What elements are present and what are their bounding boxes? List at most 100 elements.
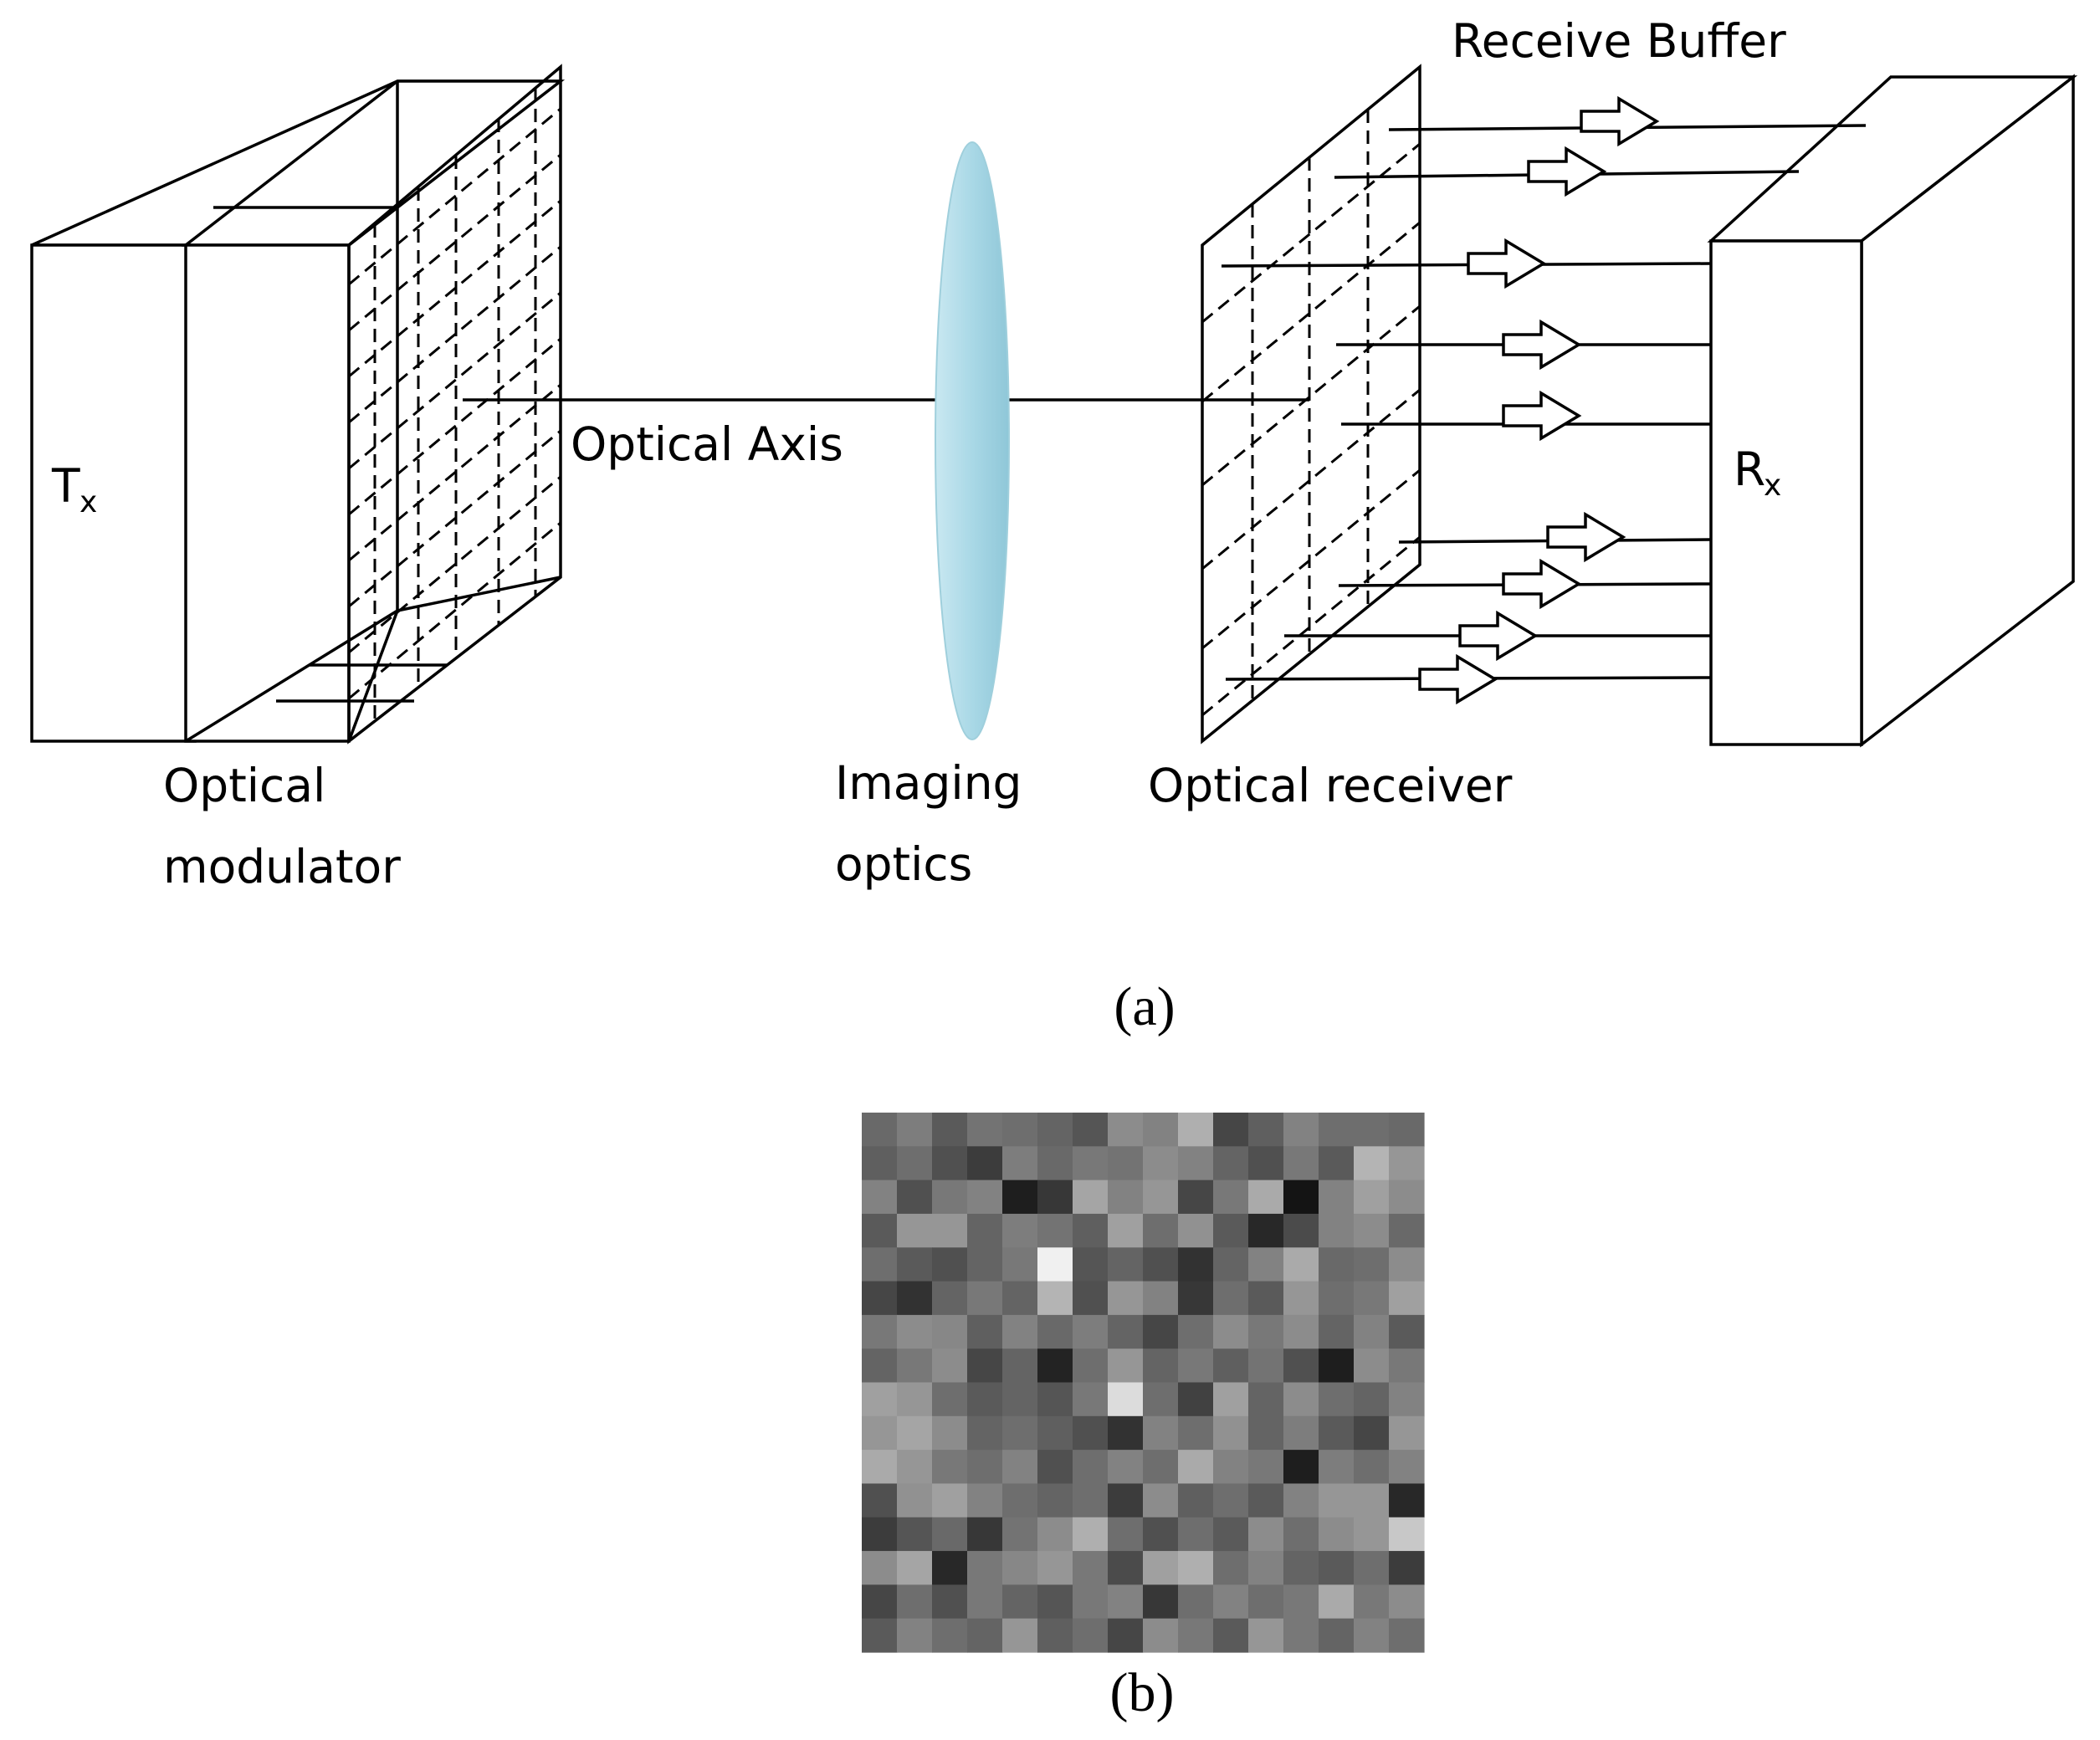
pixel-cell [1037,1618,1073,1653]
arrow-4 [1502,319,1582,371]
pixel-cell [862,1247,898,1282]
pixel-cell [1178,1281,1214,1316]
pixel-cell [1143,1483,1179,1518]
pixel-cell [1283,1450,1319,1485]
pixel-cell [1389,1213,1425,1248]
pixel-cell [1389,1483,1425,1518]
pixel-cell [1178,1483,1214,1518]
pixel-cell [967,1584,1003,1620]
pixel-cell [1178,1584,1214,1620]
pixel-cell [1248,1483,1284,1518]
pixel-cell [1037,1551,1073,1585]
pixel-cell [1354,1314,1390,1349]
pixel-cell [1002,1483,1038,1518]
pixel-cell [1073,1415,1109,1451]
pixel-cell [932,1450,968,1485]
pixel-cell [1319,1247,1355,1282]
pixel-cell [1143,1113,1179,1147]
pixel-cell [1213,1314,1249,1349]
pixel-cell [1248,1450,1284,1485]
pixel-cell [1108,1450,1144,1485]
pixel-cell [1178,1247,1214,1282]
pixel-cell [1354,1584,1390,1620]
pixel-cell [862,1281,898,1316]
pixel-cell [1354,1146,1390,1181]
pixel-cell [1002,1113,1038,1147]
pixel-cell [1143,1247,1179,1282]
pixel-cell [1002,1314,1038,1349]
pixel-cell [1143,1517,1179,1552]
pixel-cell [1178,1415,1214,1451]
pixel-cell [897,1382,933,1417]
pixel-cell [1108,1382,1144,1417]
pixel-cell [1389,1382,1425,1417]
pixel-cell [932,1146,968,1181]
pixel-cell [897,1180,933,1215]
pixel-cell [1002,1247,1038,1282]
pixel-cell [1073,1483,1109,1518]
pixel-cell [967,1213,1003,1248]
pixel-cell [1178,1348,1214,1384]
pixel-cell [897,1247,933,1282]
pixel-cell [1108,1247,1144,1282]
pixel-cell [1178,1146,1214,1181]
pixel-cell [1354,1247,1390,1282]
pixel-cell [1389,1348,1425,1384]
pixel-cell [1389,1517,1425,1552]
pixel-cell [862,1483,898,1518]
pixel-cell [1108,1281,1144,1316]
pixel-cell [967,1450,1003,1485]
panel-b-pixel-pattern: (b) [862,1113,1425,1723]
pixel-cell [1178,1180,1214,1215]
pixel-cell [897,1213,933,1248]
pixel-cell [1073,1551,1109,1585]
pixel-cell [1248,1314,1284,1349]
receive-buffer-label: Receive Buffer [1452,14,1786,68]
pixel-cell [1143,1213,1179,1248]
pixel-cell [897,1584,933,1620]
pixel-cell [967,1618,1003,1653]
pixel-cell [1389,1247,1425,1282]
pixel-cell [1002,1450,1038,1485]
imaging-lens [935,141,1010,740]
pixel-cell [1073,1450,1109,1485]
pixel-cell [1002,1584,1038,1620]
pixel-cell [897,1618,933,1653]
pixel-cell [1073,1314,1109,1349]
arrow-6 [1546,511,1626,563]
pixel-cell [967,1348,1003,1384]
pixel-cell [1389,1113,1425,1147]
pixel-cell [897,1450,933,1485]
panel-a-caption: (a) [1114,976,1175,1037]
pixel-cell [1248,1247,1284,1282]
pixel-cell [1283,1281,1319,1316]
pixel-cell [1108,1180,1144,1215]
pixel-cell [1178,1517,1214,1552]
pixel-cell [1283,1213,1319,1248]
arrow-7 [1502,558,1582,610]
panel-b-caption: (b) [1110,1662,1175,1723]
pixel-cell [1354,1213,1390,1248]
pixel-cell [1248,1281,1284,1316]
pixel-cell [1108,1348,1144,1384]
pixel-cell [1073,1146,1109,1181]
pixel-cell [1037,1517,1073,1552]
pixel-cell [1283,1348,1319,1384]
pixel-cell [932,1551,968,1585]
pixel-cell [1108,1618,1144,1653]
pixel-cell [1213,1584,1249,1620]
pixel-cell [862,1213,898,1248]
pixel-cell [862,1551,898,1585]
pixel-cell [1178,1618,1214,1653]
pixel-cell [1354,1551,1390,1585]
pixel-cell [1037,1450,1073,1485]
pixel-cell [1319,1483,1355,1518]
pixel-cell [1037,1314,1073,1349]
pixel-cell [1354,1517,1390,1552]
pixel-cell [1213,1247,1249,1282]
pixel-cell [1354,1348,1390,1384]
pixel-cell [1354,1180,1390,1215]
pixel-cell [1108,1146,1144,1181]
pixel-cell [1283,1415,1319,1451]
